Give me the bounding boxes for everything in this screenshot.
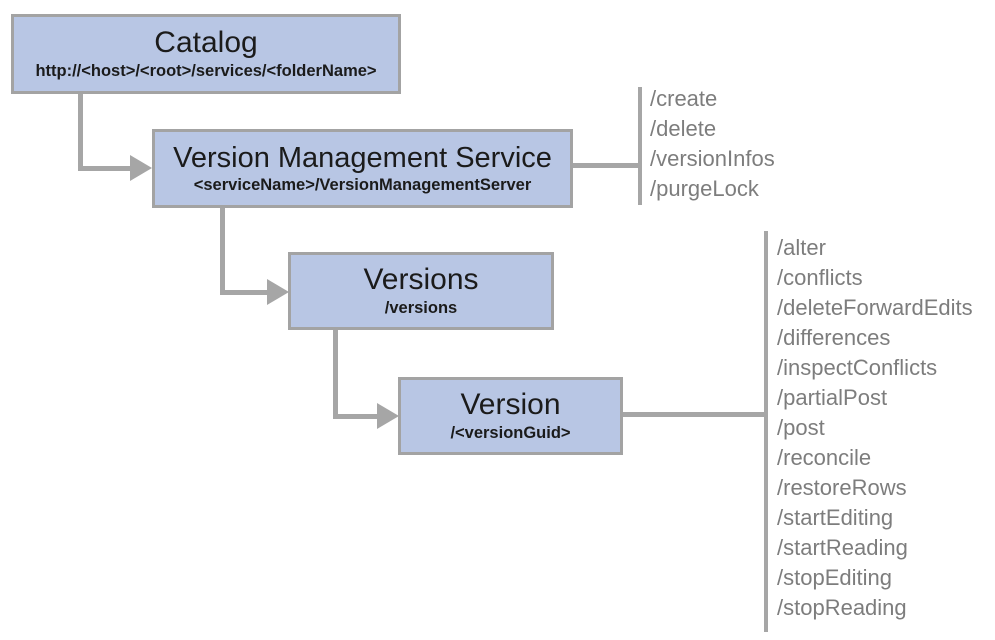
operation-item: /purgeLock [650,176,759,201]
connector-versions-version-horizontal [333,414,379,419]
arrow-right-icon [130,155,152,181]
node-catalog: Catalog http://<host>/<root>/services/<f… [11,14,401,94]
node-title: Catalog [154,26,258,60]
node-version-management-service: Version Management Service <serviceName>… [152,129,573,208]
connector-catalog-vms-horizontal [78,166,132,171]
node-subtitle: /<versionGuid> [450,423,571,442]
operation-item: /restoreRows [777,475,907,500]
operations-list-rule-version [764,231,768,632]
operation-item: /alter [777,235,826,260]
operation-item: /startEditing [777,505,894,530]
operation-item: /startReading [777,535,908,560]
operation-item: /delete [650,116,717,141]
operation-item: /inspectConflicts [777,355,938,380]
operation-item: /post [777,415,825,440]
node-subtitle: <serviceName>/VersionManagementServer [193,175,532,194]
node-title: Version [460,388,561,422]
node-title: Version Management Service [173,141,552,174]
node-version: Version /<versionGuid> [398,377,623,455]
operations-list-rule-vms [638,87,642,205]
operation-item: /stopEditing [777,565,892,590]
operation-item: /differences [777,325,891,350]
node-versions: Versions /versions [288,252,554,330]
operations-list-version: /alter /conflicts /deleteForwardEdits /d… [777,233,973,623]
connector-catalog-vms-vertical [78,94,83,171]
node-title: Versions [363,263,479,297]
operation-item: /stopReading [777,595,907,620]
operation-item: /deleteForwardEdits [777,295,973,320]
arrow-right-icon [377,403,399,429]
operation-item: /conflicts [777,265,863,290]
connector-version-operations [621,412,764,417]
connector-vms-versions-horizontal [220,290,269,295]
operation-item: /create [650,86,718,111]
operation-item: /versionInfos [650,146,775,171]
node-subtitle: /versions [384,298,458,317]
operations-list-vms: /create /delete /versionInfos /purgeLock [650,84,775,204]
node-subtitle: http://<host>/<root>/services/<folderNam… [35,61,377,80]
connector-vms-versions-vertical [220,206,225,295]
operation-item: /reconcile [777,445,872,470]
operation-item: /partialPost [777,385,888,410]
connector-versions-version-vertical [333,328,338,419]
arrow-right-icon [267,279,289,305]
connector-vms-operations [571,163,638,168]
